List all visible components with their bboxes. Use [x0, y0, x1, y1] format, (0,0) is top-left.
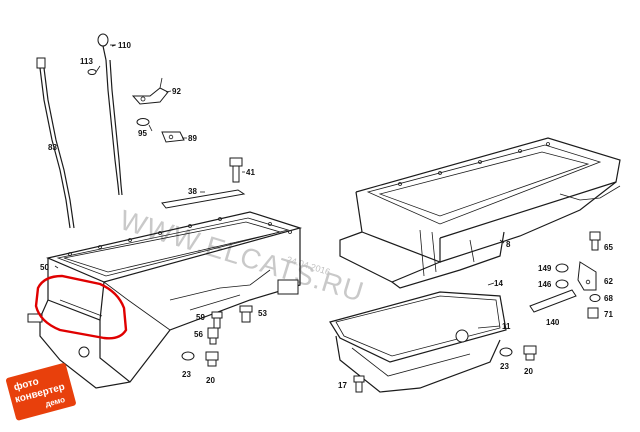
bracket-62 — [577, 261, 597, 291]
washer — [136, 118, 150, 126]
label-59: 59 — [196, 313, 205, 322]
label-140: 140 — [546, 318, 560, 327]
leader-lines — [54, 44, 505, 329]
label-50: 50 — [40, 263, 49, 272]
label-149: 149 — [538, 264, 552, 273]
label-92: 92 — [172, 87, 181, 96]
label-53: 53 — [258, 309, 267, 318]
label-83: 83 — [48, 143, 57, 152]
washer-146 — [555, 279, 569, 289]
label-41: 41 — [246, 168, 255, 177]
strap-140 — [529, 289, 577, 313]
washer-23-left — [181, 351, 195, 361]
screw-17 — [353, 375, 365, 393]
bolt-65 — [589, 231, 601, 251]
nut-71 — [587, 307, 599, 319]
left-oil-pan — [27, 211, 303, 389]
label-62: 62 — [604, 277, 613, 286]
label-110: 110 — [118, 41, 131, 50]
label-65: 65 — [604, 243, 613, 252]
upper-crankcase — [339, 137, 621, 289]
gasket-strip — [161, 189, 246, 209]
label-38: 38 — [188, 187, 197, 196]
ring-68 — [589, 294, 601, 302]
guide-tube — [36, 57, 75, 229]
drain-plug-20-left — [205, 351, 219, 367]
label-14: 14 — [494, 279, 503, 288]
label-95: 95 — [138, 129, 147, 138]
dipstick — [97, 33, 123, 196]
highlight-outline — [34, 274, 128, 340]
label-113: 113 — [80, 57, 93, 66]
label-23-left: 23 — [182, 370, 191, 379]
demo-badge: фото конвертер демо — [6, 363, 76, 421]
lower-pan-gasket — [329, 291, 507, 363]
label-8: 8 — [506, 240, 511, 249]
label-68: 68 — [604, 294, 613, 303]
label-20-left: 20 — [206, 376, 215, 385]
bolt — [229, 157, 243, 183]
label-71: 71 — [604, 310, 613, 319]
label-20-right: 20 — [524, 367, 533, 376]
label-23-right: 23 — [500, 362, 509, 371]
lower-oil-pan — [335, 329, 501, 393]
label-11: 11 — [502, 322, 511, 331]
bracket — [131, 77, 169, 105]
label-89: 89 — [188, 134, 197, 143]
washer-23-right — [499, 347, 513, 357]
clip — [161, 131, 185, 143]
seal-ring — [87, 69, 97, 75]
drain-plug-20-right — [523, 345, 537, 361]
label-146: 146 — [538, 280, 552, 289]
screw-59 — [211, 311, 223, 329]
part-labels: 110 113 92 95 89 83 41 38 8 50 65 149 62… — [40, 41, 613, 390]
plug-53 — [239, 305, 253, 323]
nut-149 — [555, 263, 569, 273]
sensor-56 — [207, 327, 219, 345]
label-17: 17 — [338, 381, 347, 390]
label-56: 56 — [194, 330, 203, 339]
